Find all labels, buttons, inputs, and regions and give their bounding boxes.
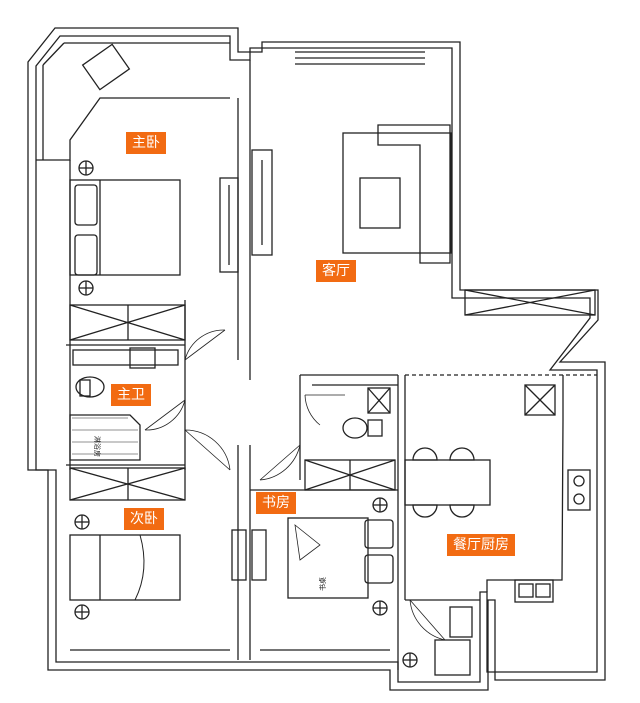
room-label-master-bedroom: 主卧 [126,132,166,154]
room-label-living-room: 客厅 [316,260,356,282]
living-room-furniture [251,124,596,316]
outer-walls [27,27,606,691]
shower-label: 淋浴房 [93,436,102,457]
room-label-study: 书房 [256,492,296,514]
master-bedroom-furniture [69,43,239,341]
study-furniture [287,387,396,616]
bathroom-fixtures [69,347,179,461]
room-label-master-bath: 主卫 [111,384,151,406]
room-label-dining-kitchen: 餐厅厨房 [447,534,515,556]
study-desk-label: 书桌 [318,577,327,591]
dining-kitchen-furniture [402,375,591,676]
second-bedroom-furniture [69,467,267,620]
room-label-second-bedroom: 次卧 [124,508,164,530]
